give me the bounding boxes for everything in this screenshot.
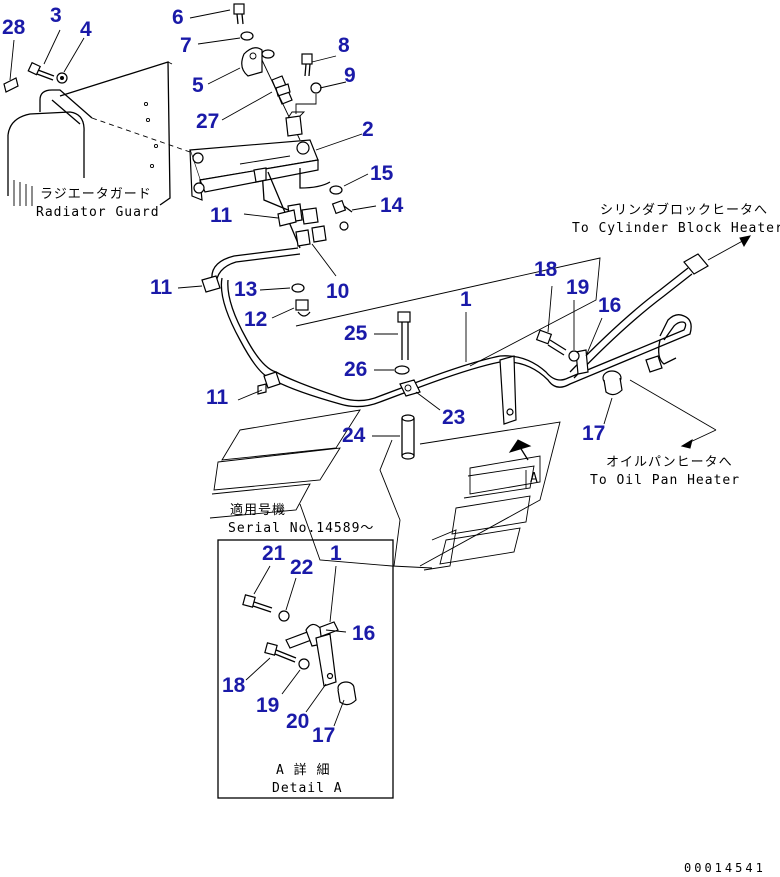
callout-16: 16	[598, 294, 621, 317]
callout-1: 1	[460, 288, 472, 311]
oil-pan-heater-label-jp: オイルパンヒータへ	[606, 455, 733, 470]
part-13-washer	[291, 283, 305, 293]
serial-label-en: Serial No.14589～	[228, 521, 374, 536]
part-12-bolt	[295, 299, 311, 317]
cylinder-heater-connector	[683, 235, 752, 275]
callout-14: 14	[380, 194, 404, 217]
part-9-washer	[295, 82, 322, 114]
callout-11-low: 11	[206, 386, 229, 409]
callout-13: 13	[234, 278, 257, 301]
part-28-tag	[3, 77, 19, 93]
radiator-guard-label-jp: ラジエータガード	[40, 187, 152, 202]
cylinder-heater-label-en: To Cylinder Block Heater	[572, 221, 780, 236]
view-arrow-a	[508, 439, 532, 488]
part-24-spacer	[401, 414, 415, 460]
part-23-clamp	[399, 379, 421, 397]
cylinder-heater-label-jp: シリンダブロックヒータへ	[600, 202, 768, 218]
callout-2: 2	[362, 118, 374, 141]
oil-pan-heater-connector	[629, 355, 717, 449]
part-6-bolt	[233, 3, 245, 25]
serial-label-jp: 適用号機	[230, 502, 286, 518]
radiator-guard	[7, 61, 191, 206]
detail-callout-16: 16	[352, 622, 375, 645]
callout-11-top: 11	[210, 204, 233, 227]
radiator-guard-label-en: Radiator Guard	[36, 205, 160, 220]
detail-callout-17: 17	[312, 724, 335, 747]
callout-23: 23	[442, 406, 465, 429]
view-a-label: A	[530, 471, 539, 486]
detail-callout-22: 22	[290, 556, 313, 579]
part-10-relay	[287, 203, 337, 277]
callout-5: 5	[192, 74, 204, 97]
detail-a-frame	[217, 539, 394, 799]
part-16-clamp	[499, 349, 589, 425]
detail-callout-21: 21	[262, 542, 286, 565]
part-15-washer	[329, 185, 343, 195]
callout-25: 25	[344, 322, 368, 345]
callout-12: 12	[244, 308, 267, 331]
part-11-clip	[201, 167, 297, 395]
oil-pan-heater-label-en: To Oil Pan Heater	[590, 473, 740, 488]
detail-a-label-en: Detail A	[272, 781, 343, 796]
engine-outline	[209, 257, 601, 571]
part-5-clip	[241, 47, 263, 77]
callout-4: 4	[80, 18, 92, 41]
callout-19: 19	[566, 276, 589, 299]
part-26-washer	[394, 365, 410, 375]
detail-callout-1: 1	[330, 542, 342, 565]
detail-callout-19: 19	[256, 694, 279, 717]
part-8-bolt	[301, 53, 313, 77]
bracket-relay	[285, 111, 306, 137]
callout-10: 10	[326, 280, 349, 303]
callout-15: 15	[370, 162, 394, 185]
callout-11-mid: 11	[150, 276, 173, 299]
callout-7: 7	[180, 34, 192, 57]
callout-6: 6	[172, 6, 184, 29]
callout-28: 28	[2, 16, 26, 39]
detail-a-label-jp: A 詳 細	[276, 762, 330, 778]
detail-callout-18: 18	[222, 674, 246, 697]
part-19-washer	[568, 350, 580, 362]
callout-8: 8	[338, 34, 350, 57]
detail-a-assembly	[242, 594, 357, 706]
part-14-bolt	[331, 199, 353, 231]
callout-26: 26	[344, 358, 367, 381]
part-17-spacer	[602, 370, 623, 396]
callout-18: 18	[534, 258, 558, 281]
part-4-washer	[56, 72, 68, 84]
callout-9: 9	[344, 64, 356, 87]
drawing-code: 00014541	[684, 861, 766, 875]
part-3-bolt	[27, 61, 55, 81]
part-18-bolt	[535, 329, 567, 356]
callout-3: 3	[50, 4, 62, 27]
part-25-bolt	[397, 311, 411, 360]
callout-17: 17	[582, 422, 605, 445]
callout-27: 27	[196, 110, 219, 133]
callout-24: 24	[342, 424, 366, 447]
leader-lines	[9, 9, 613, 727]
part-7-washer	[240, 31, 254, 41]
detail-callout-20: 20	[286, 710, 309, 733]
